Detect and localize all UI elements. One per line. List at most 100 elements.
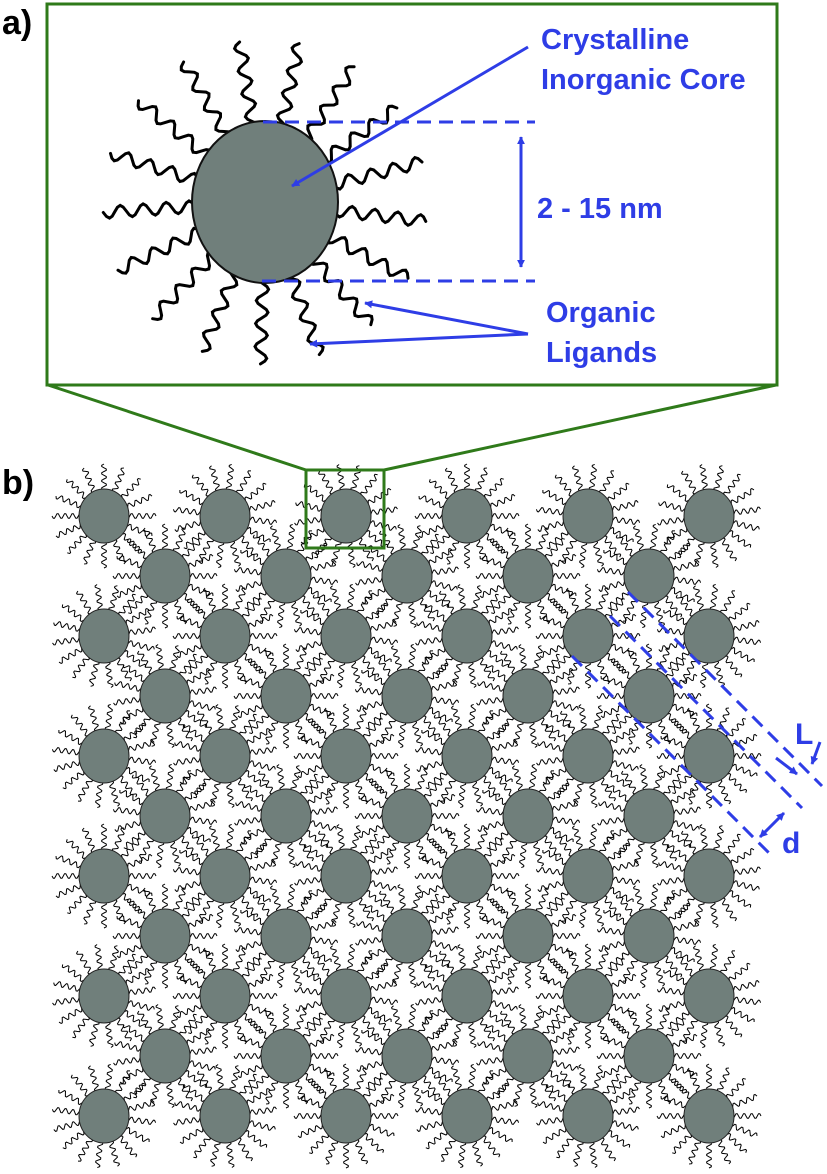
lattice-ligand xyxy=(295,834,314,862)
lattice-ligand xyxy=(416,1119,447,1132)
nanocrystal-core xyxy=(78,488,130,544)
lattice-ligand xyxy=(677,892,696,919)
ligand-label-line2: Ligands xyxy=(546,337,657,369)
lattice-ligand xyxy=(428,696,460,705)
lattice-ligand xyxy=(726,602,751,625)
lattice-ligand xyxy=(488,626,519,636)
lattice-ligand xyxy=(188,650,210,675)
lattice-ligand xyxy=(184,553,214,570)
lattice-ligand xyxy=(303,902,328,925)
lattice-ligand xyxy=(416,954,435,982)
lattice-ligand xyxy=(193,772,212,799)
lattice-ligand xyxy=(305,1033,335,1050)
nanocrystal-core xyxy=(78,968,130,1024)
lattice-ligand xyxy=(435,1012,454,1039)
lattice-ligand xyxy=(416,621,447,632)
lattice-ligand xyxy=(728,733,758,750)
size-annotation xyxy=(262,45,535,348)
lattice-ligand xyxy=(487,1100,518,1113)
nanocrystal-core xyxy=(562,1088,614,1144)
lattice-ligand xyxy=(421,1090,449,1106)
lattice-ligand xyxy=(480,593,499,620)
nanocrystal-core xyxy=(260,1028,312,1084)
lattice-ligand xyxy=(307,693,339,699)
lattice-ligand xyxy=(428,479,453,501)
lattice-ligand xyxy=(658,639,689,652)
lattice-ligand xyxy=(609,876,641,885)
lattice-ligand xyxy=(729,880,760,891)
lattice-ligand xyxy=(51,513,83,519)
lattice-ligand xyxy=(663,970,691,986)
organic-ligand xyxy=(179,60,234,143)
nanocrystal-core xyxy=(441,848,493,904)
lattice-ligand xyxy=(479,582,509,599)
lattice-ligand xyxy=(358,795,388,809)
lattice-ligand xyxy=(172,633,204,639)
nanocrystal-core xyxy=(441,728,493,784)
lattice-ligand xyxy=(720,1013,743,1038)
lattice-ligand xyxy=(730,636,762,645)
lattice-ligand xyxy=(609,516,641,525)
lattice-ligand xyxy=(370,830,392,855)
lattice-ligand xyxy=(491,950,513,975)
lattice-ligand xyxy=(112,807,144,816)
lattice-ligand xyxy=(355,936,386,946)
lattice-ligand xyxy=(539,1002,569,1019)
lattice-ligand xyxy=(307,1053,339,1059)
lattice-ligand xyxy=(610,1019,635,1041)
lattice-ligand xyxy=(606,1088,634,1107)
lattice-ligand xyxy=(131,774,154,799)
lattice-ligand xyxy=(304,1007,329,1030)
lattice-ligand xyxy=(126,899,151,921)
lattice-ligand xyxy=(554,474,577,499)
lattice-ligand xyxy=(124,640,155,651)
lattice-ligand xyxy=(535,633,567,639)
lattice-ligand xyxy=(356,699,387,712)
lattice-ligand xyxy=(124,1000,155,1011)
lattice-ligand xyxy=(479,555,509,569)
organic-ligand xyxy=(151,249,218,322)
lattice-ligand xyxy=(427,1040,458,1053)
lattice-ligand xyxy=(607,947,632,970)
lattice-ligand xyxy=(667,647,692,670)
lattice-ligand xyxy=(58,1005,86,1024)
lattice-ligand xyxy=(113,1056,144,1066)
lattice-ligand xyxy=(55,522,85,539)
lattice-ligand xyxy=(241,1129,268,1148)
lattice-ligand xyxy=(537,879,568,892)
lattice-ligand xyxy=(605,482,630,505)
lattice-ligand xyxy=(484,1082,509,1105)
lattice-ligand xyxy=(191,834,214,859)
lattice-ligand xyxy=(235,579,266,592)
lattice-ligand xyxy=(249,710,271,735)
lattice-ligand xyxy=(117,593,136,620)
lattice-ligand xyxy=(660,735,690,749)
lattice-ligand xyxy=(116,555,146,569)
lattice-ligand xyxy=(233,567,265,576)
lattice-ligand xyxy=(179,765,207,784)
lattice-ligand xyxy=(479,942,509,959)
nanocrystal-core xyxy=(441,608,493,664)
lattice-ligand xyxy=(670,806,701,816)
lattice-ligand xyxy=(488,873,520,879)
lattice-ligand xyxy=(112,573,144,579)
lattice-ligand xyxy=(122,1024,149,1043)
lattice-ligand xyxy=(549,959,574,981)
lattice-ligand xyxy=(486,493,516,510)
lattice-ligand xyxy=(608,760,639,771)
lattice-ligand xyxy=(727,488,755,507)
lattice-ligand xyxy=(246,876,278,885)
lattice-ligand xyxy=(197,710,216,738)
organic-ligand xyxy=(109,151,200,184)
organic-ligand xyxy=(302,65,356,145)
lattice-ligand xyxy=(174,1074,193,1102)
lattice-ligand xyxy=(428,813,460,819)
lattice-ligand xyxy=(117,953,136,980)
lattice-ligand xyxy=(318,470,337,498)
nanocrystal-core xyxy=(139,908,191,964)
lattice-ligand xyxy=(425,548,453,567)
lattice-ligand xyxy=(301,1017,323,1042)
lattice-ligand xyxy=(723,1131,748,1153)
lattice-ligand xyxy=(355,894,374,922)
lattice-ligand xyxy=(546,826,574,842)
